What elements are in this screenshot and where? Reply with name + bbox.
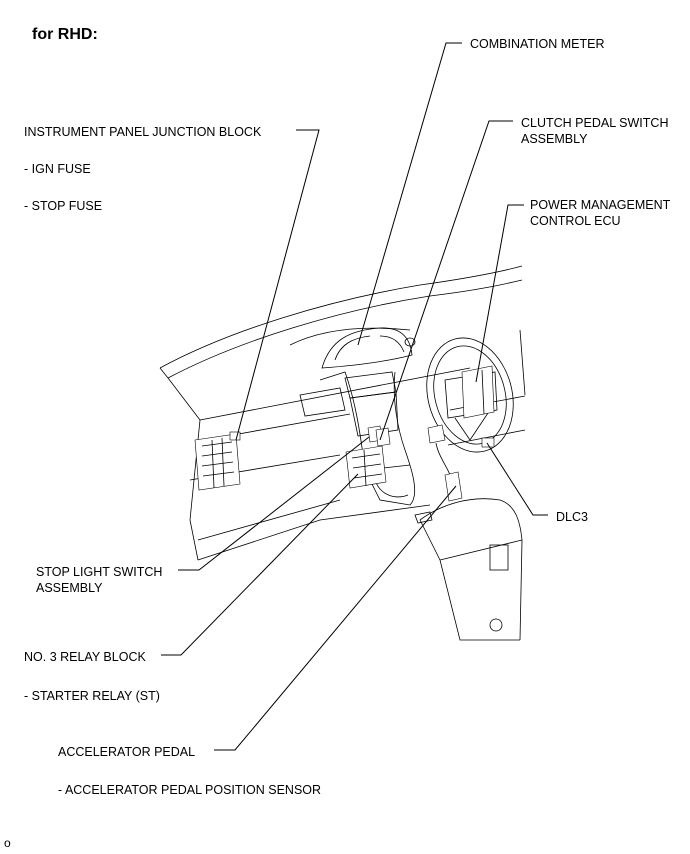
label-clutch-pedal-switch-line2: ASSEMBLY [521, 132, 588, 146]
footer-mark: o [4, 836, 11, 850]
dashboard-outline [159, 265, 526, 561]
relay-block-shape [345, 445, 387, 489]
leader-lines [161, 42, 548, 751]
label-ign-fuse: - IGN FUSE [24, 162, 91, 176]
leader-stop-light-switch [178, 436, 370, 571]
leader-dlc3 [486, 442, 548, 516]
diagram-title: for RHD: [32, 26, 98, 43]
label-clutch-pedal-switch-line1: CLUTCH PEDAL SWITCH [521, 116, 669, 130]
label-power-management-line2: CONTROL ECU [530, 214, 621, 228]
floor-console [414, 498, 523, 641]
leader-power-management-ecu [475, 204, 524, 383]
leader-accelerator-pedal [214, 485, 457, 751]
instrument-panel-jb-shape [194, 431, 241, 491]
label-instrument-panel-junction-block: INSTRUMENT PANEL JUNCTION BLOCK [24, 125, 262, 139]
label-dlc3: DLC3 [556, 510, 588, 524]
label-stop-light-switch-line1: STOP LIGHT SWITCH [36, 565, 163, 579]
leader-instrument-panel-jb [235, 129, 320, 441]
label-accelerator-pedal: ACCELERATOR PEDAL [58, 745, 196, 759]
label-relay-block: NO. 3 RELAY BLOCK [24, 650, 146, 664]
label-starter-relay: - STARTER RELAY (ST) [24, 689, 160, 703]
combination-meter-shape [289, 327, 416, 369]
label-stop-fuse: - STOP FUSE [24, 199, 103, 213]
label-power-management-line1: POWER MANAGEMENT [530, 198, 671, 212]
label-stop-light-switch-line2: ASSEMBLY [36, 581, 103, 595]
label-combination-meter: COMBINATION METER [470, 37, 605, 51]
dlc3-shape [481, 437, 495, 448]
leader-clutch-pedal-switch [379, 120, 513, 441]
leader-relay-block [161, 473, 359, 656]
power-management-ecu-shape [461, 365, 495, 419]
label-accelerator-pedal-sensor: - ACCELERATOR PEDAL POSITION SENSOR [58, 783, 322, 797]
leader-combination-meter [357, 42, 462, 346]
